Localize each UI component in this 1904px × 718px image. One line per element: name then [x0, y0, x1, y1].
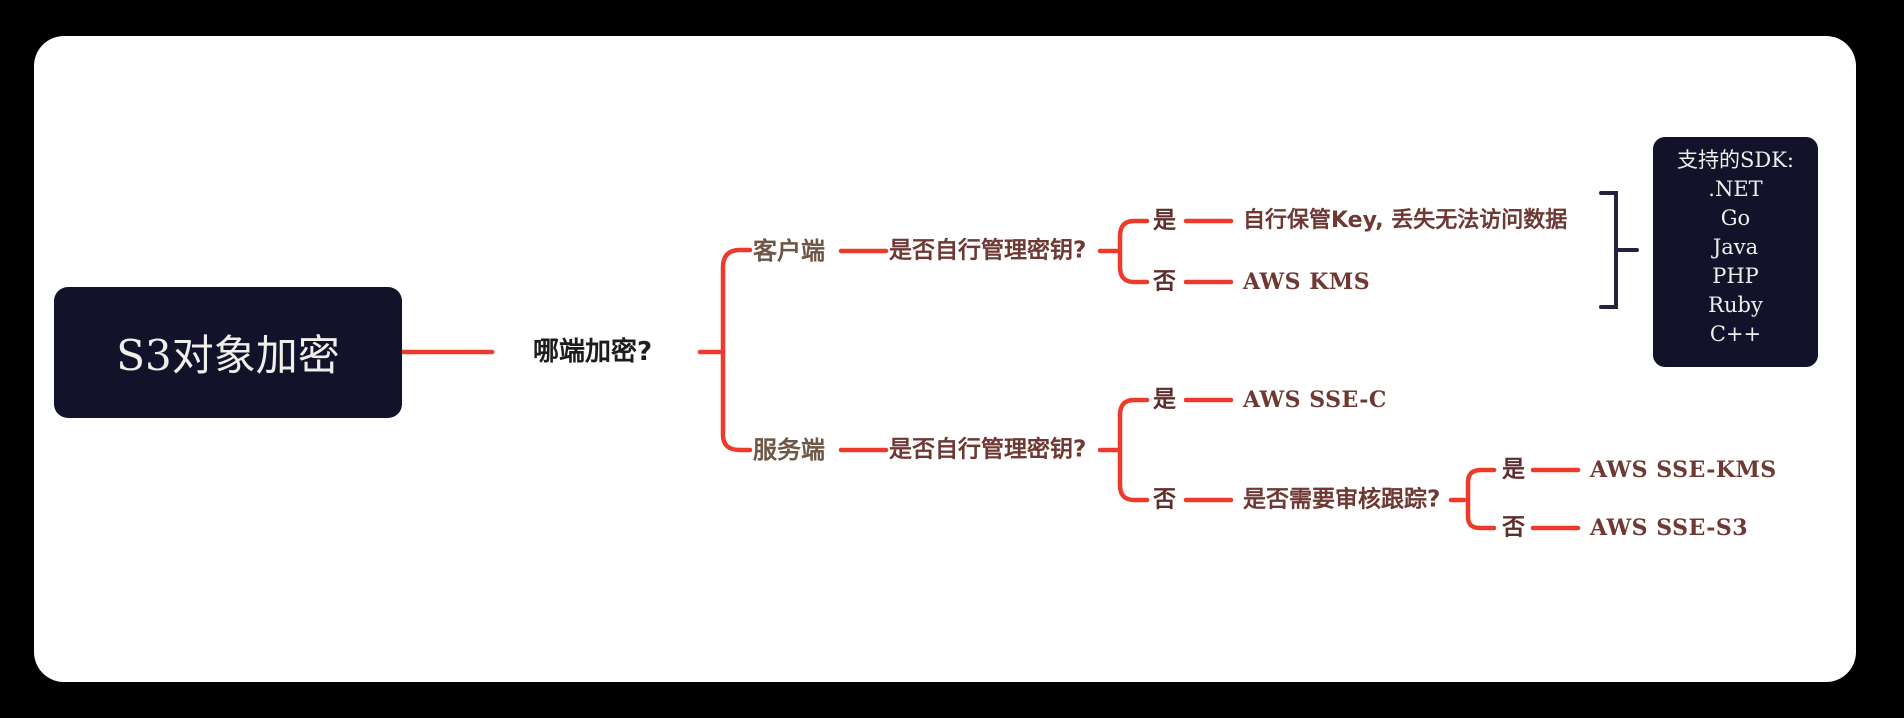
sdk-item-php: PHP [1712, 264, 1759, 288]
node-client-side: 客户端 [753, 237, 825, 265]
node-client-yes-result: 自行保管Key, 丢失无法访问数据 [1243, 208, 1568, 233]
node-audit-yes-result-sse-kms: AWS SSE-KMS [1590, 457, 1777, 483]
root-node: S3对象加密 [54, 287, 402, 418]
sdk-item-cpp: C++ [1709, 322, 1762, 346]
node-server-yes-result-sse-c: AWS SSE-C [1243, 387, 1387, 413]
sdk-item-java: Java [1712, 235, 1759, 259]
node-client-no-result-aws-kms: AWS KMS [1243, 269, 1371, 295]
node-server-side: 服务端 [753, 436, 825, 464]
node-client-no: 否 [1153, 268, 1176, 295]
node-audit-no: 否 [1502, 514, 1525, 541]
node-audit-yes: 是 [1502, 456, 1525, 483]
node-audit-tracking-question: 是否需要审核跟踪? [1243, 486, 1441, 513]
sdk-item-go: Go [1720, 206, 1751, 230]
sdk-note-box: 支持的SDK: .NET Go Java PHP Ruby C++ [1653, 137, 1818, 367]
node-client-yes: 是 [1153, 207, 1176, 234]
node-client-manage-key-question: 是否自行管理密钥? [889, 237, 1087, 264]
node-audit-no-result-sse-s3: AWS SSE-S3 [1590, 515, 1749, 541]
sdk-note-title: 支持的SDK: [1677, 148, 1794, 172]
root-node-label: S3对象加密 [116, 331, 340, 380]
sdk-item-dotnet: .NET [1708, 177, 1763, 201]
node-which-end-encrypts: 哪端加密? [533, 337, 653, 367]
sdk-item-ruby: Ruby [1708, 293, 1763, 317]
node-server-manage-key-question: 是否自行管理密钥? [889, 436, 1087, 463]
node-server-no: 否 [1153, 486, 1176, 513]
node-server-yes: 是 [1153, 386, 1176, 413]
